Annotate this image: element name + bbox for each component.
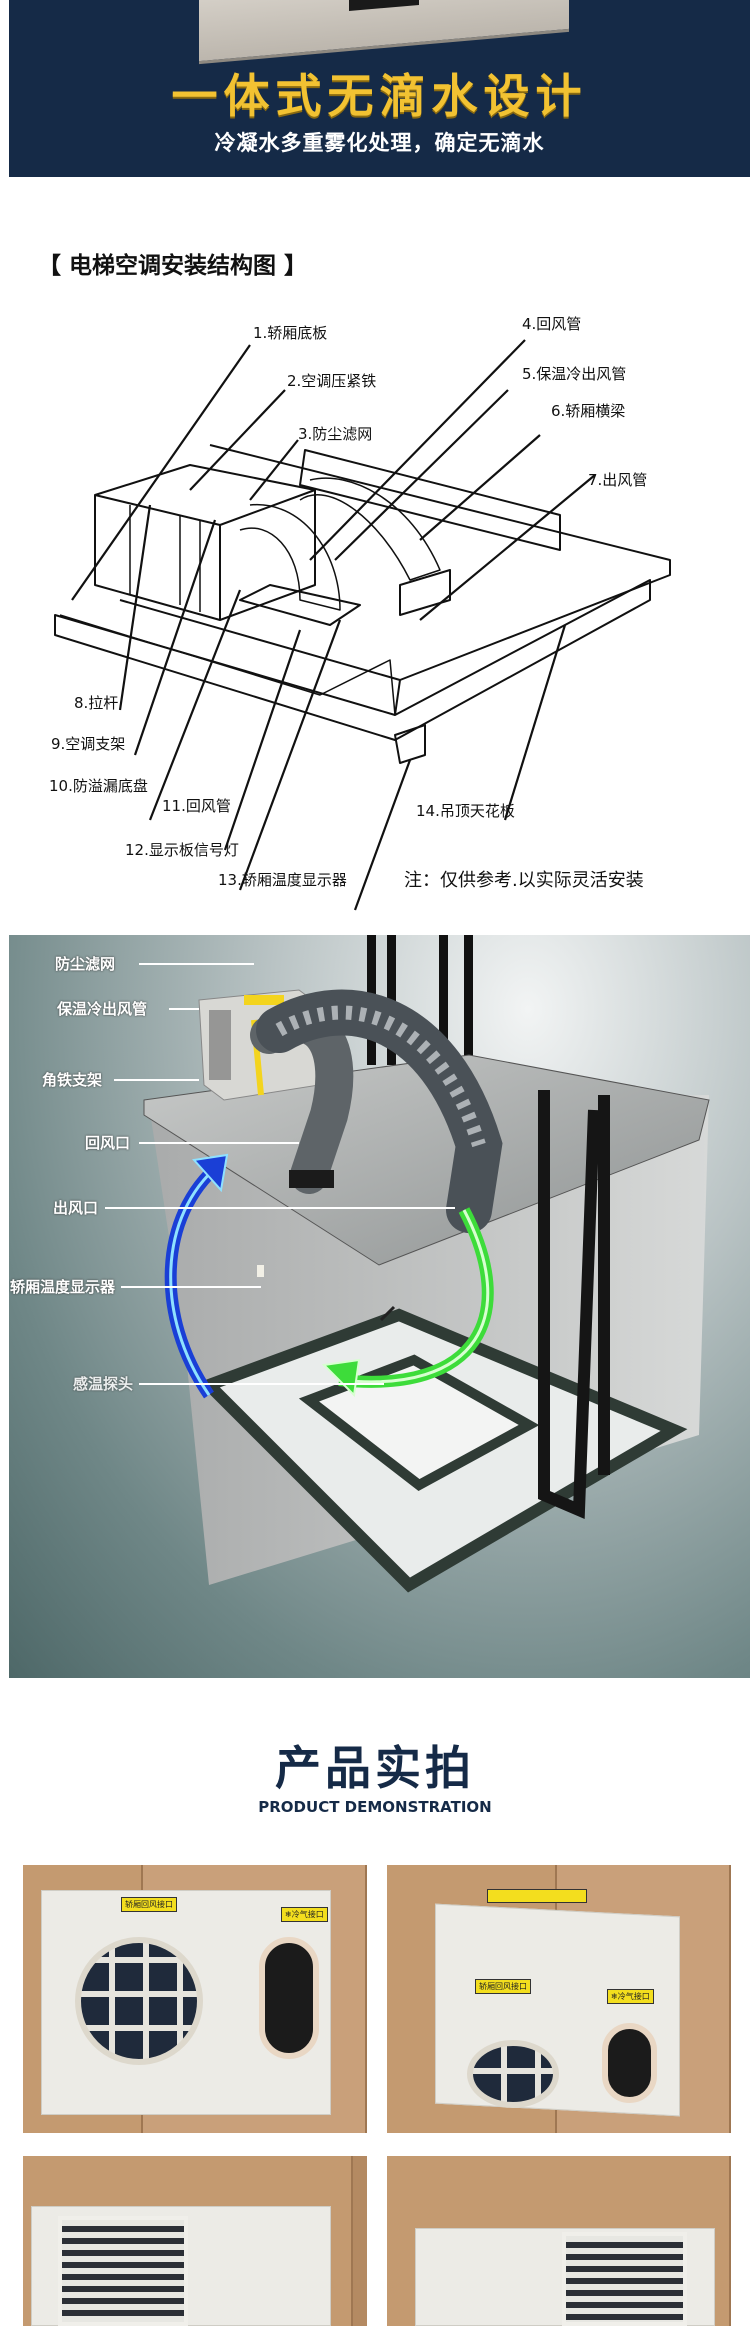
diagram-note: 注：仅供参考.以实际灵活安装	[404, 870, 644, 891]
leader-line	[114, 1079, 199, 1081]
product-photo-louver-right	[387, 2156, 731, 2326]
ac-unit-image	[199, 0, 569, 65]
cold-port-tag-2: ❄冷气接口	[607, 1989, 654, 2004]
diagram-label-2: 2.空调压紧铁	[287, 372, 377, 390]
leader-line	[105, 1207, 455, 1209]
product-photo-front: 轿厢回风接口 ❄冷气接口	[23, 1865, 367, 2133]
supply-duct	[299, 477, 441, 581]
diagram-label-8: 8.拉杆	[74, 694, 119, 712]
filter-grille	[75, 1937, 203, 2065]
car-floor-plate	[59, 614, 396, 716]
return-duct	[239, 504, 341, 611]
diagram-label-14: 14.吊顶天花板	[416, 802, 515, 820]
diagram-label-10: 10.防溢漏底盘	[49, 777, 148, 795]
product-section-subtitle: PRODUCT DEMONSTRATION	[258, 1798, 492, 1816]
louver-grille	[58, 2216, 188, 2326]
scene-label-return-port: 回风口	[85, 1134, 131, 1152]
scene-label-angle-bracket: 角铁支架	[42, 1071, 103, 1089]
scene-illustration	[143, 935, 710, 1593]
louver-grille-2	[562, 2232, 687, 2326]
diagram-label-12: 12.显示板信号灯	[125, 841, 239, 859]
leader-line	[139, 1383, 384, 1385]
temperature-display	[257, 1265, 264, 1277]
display-box	[394, 724, 426, 764]
leader-line	[121, 1286, 261, 1288]
warning-label	[487, 1889, 587, 1903]
return-port-tag-2: 轿厢回风接口	[475, 1979, 531, 1994]
scene-label-temp-display: 轿厢温度显示器	[10, 1278, 116, 1296]
product-photo-louver-left	[23, 2156, 367, 2326]
diagram-label-3: 3.防尘滤网	[298, 425, 373, 443]
banner-title: 一体式无滴水设计	[171, 69, 588, 123]
car-roof	[143, 1054, 710, 1266]
leader-line	[139, 963, 254, 965]
banner: 一体式无滴水设计 冷凝水多重雾化处理，确定无滴水	[9, 0, 750, 177]
scene-label-dust-filter: 防尘滤网	[55, 955, 116, 973]
diagram-label-13: 13.轿厢温度显示器	[218, 871, 347, 889]
leader-line	[169, 1008, 199, 1010]
diagram-label-9: 9.空调支架	[51, 735, 126, 753]
return-port-tag: 轿厢回风接口	[121, 1897, 177, 1912]
diagram-label-5: 5.保温冷出风管	[522, 365, 627, 383]
diagram-label-1: 1.轿厢底板	[253, 324, 328, 342]
diagram-label-7: 7.出风管	[588, 471, 648, 489]
diagram-label-6: 6.轿厢横梁	[551, 402, 626, 420]
product-section-title: 产品实拍	[275, 1741, 475, 1795]
diagram-label-4: 4.回风管	[522, 315, 582, 333]
diagram-title: 【 电梯空调安装结构图 】	[38, 253, 308, 279]
banner-subtitle: 冷凝水多重雾化处理，确定无滴水	[214, 131, 545, 155]
cold-port-tag: ❄冷气接口	[281, 1907, 328, 1922]
filter-grille-2	[467, 2040, 559, 2108]
scene-label-supply-port: 出风口	[53, 1199, 99, 1217]
scene-label-temp-probe: 感温探头	[73, 1375, 134, 1393]
cold-air-outlet	[259, 1937, 319, 2059]
cold-air-outlet-2	[602, 2023, 657, 2103]
installation-scene-photo: 防尘滤网 保温冷出风管 角铁支架 回风口 出风口 轿厢温度显示器 感温探头	[9, 935, 750, 1678]
car-top-slab	[119, 444, 671, 716]
temperature-probe	[379, 1305, 396, 1322]
scene-label-insulated-duct: 保温冷出风管	[57, 1000, 148, 1018]
duct-base	[239, 569, 451, 626]
installation-diagram	[54, 339, 671, 911]
diagram-label-11: 11.回风管	[162, 797, 231, 815]
leader-line	[139, 1142, 299, 1144]
product-photo-angled: 轿厢回风接口 ❄冷气接口	[387, 1865, 731, 2133]
